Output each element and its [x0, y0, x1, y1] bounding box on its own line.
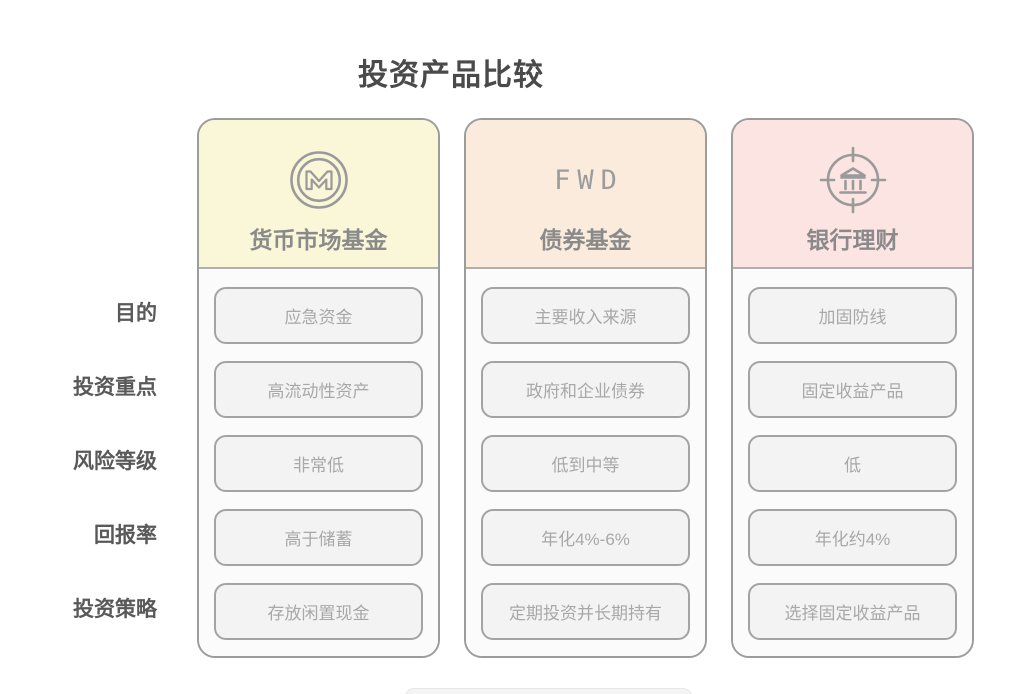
fwd-label: FWD: [554, 164, 624, 196]
cell-risk-bond-fund: 低到中等: [481, 435, 690, 492]
column-money-market-fund: 货币市场基金 应急资金 高流动性资产 非常低 高于储蓄 存放闲置现金: [197, 118, 440, 658]
cell-risk-bank-wealth: 低: [748, 435, 957, 492]
bank-target-icon: [817, 146, 889, 214]
cell-return-bank-wealth: 年化约4%: [748, 509, 957, 566]
cell-focus-bank-wealth: 固定收益产品: [748, 361, 957, 418]
cell-strategy-bond-fund: 定期投资并长期持有: [481, 583, 690, 640]
column-title: 银行理财: [806, 227, 899, 253]
row-label-risk: 风险等级: [73, 450, 157, 473]
column-header-money-market-fund: 货币市场基金: [199, 120, 438, 269]
cell-purpose-money-market: 应急资金: [214, 287, 423, 344]
column-bank-wealth: 银行理财 加固防线 固定收益产品 低 年化约4% 选择固定收益产品: [731, 118, 974, 658]
cell-strategy-bank-wealth: 选择固定收益产品: [748, 583, 957, 640]
cell-return-bond-fund: 年化4%-6%: [481, 509, 690, 566]
cell-focus-bond-fund: 政府和企业债券: [481, 361, 690, 418]
column-title: 债券基金: [539, 227, 632, 253]
column-body: 应急资金 高流动性资产 非常低 高于储蓄 存放闲置现金: [199, 269, 438, 656]
cell-risk-money-market: 非常低: [214, 435, 423, 492]
cell-return-money-market: 高于储蓄: [214, 509, 423, 566]
cell-purpose-bank-wealth: 加固防线: [748, 287, 957, 344]
column-bond-fund: FWD 债券基金 主要收入来源 政府和企业债券 低到中等 年化4%-6% 定期投…: [464, 118, 707, 658]
column-header-bond-fund: FWD 债券基金: [466, 120, 705, 269]
cell-purpose-bond-fund: 主要收入来源: [481, 287, 690, 344]
fwd-logo-text: FWD: [547, 148, 624, 212]
row-label-return: 回报率: [94, 524, 157, 547]
row-label-focus: 投资重点: [73, 376, 157, 399]
page-title: 投资产品比较: [358, 59, 544, 92]
cell-focus-money-market: 高流动性资产: [214, 361, 423, 418]
column-title: 货币市场基金: [249, 227, 388, 253]
row-label-strategy: 投资策略: [73, 598, 157, 621]
column-header-bank-wealth: 银行理财: [733, 120, 972, 269]
cell-strategy-money-market: 存放闲置现金: [214, 583, 423, 640]
column-body: 加固防线 固定收益产品 低 年化约4% 选择固定收益产品: [733, 269, 972, 656]
row-label-purpose: 目的: [115, 302, 157, 325]
cutoff-partial-box: [405, 688, 692, 694]
monero-coin-icon: [289, 148, 349, 212]
column-body: 主要收入来源 政府和企业债券 低到中等 年化4%-6% 定期投资并长期持有: [466, 269, 705, 656]
